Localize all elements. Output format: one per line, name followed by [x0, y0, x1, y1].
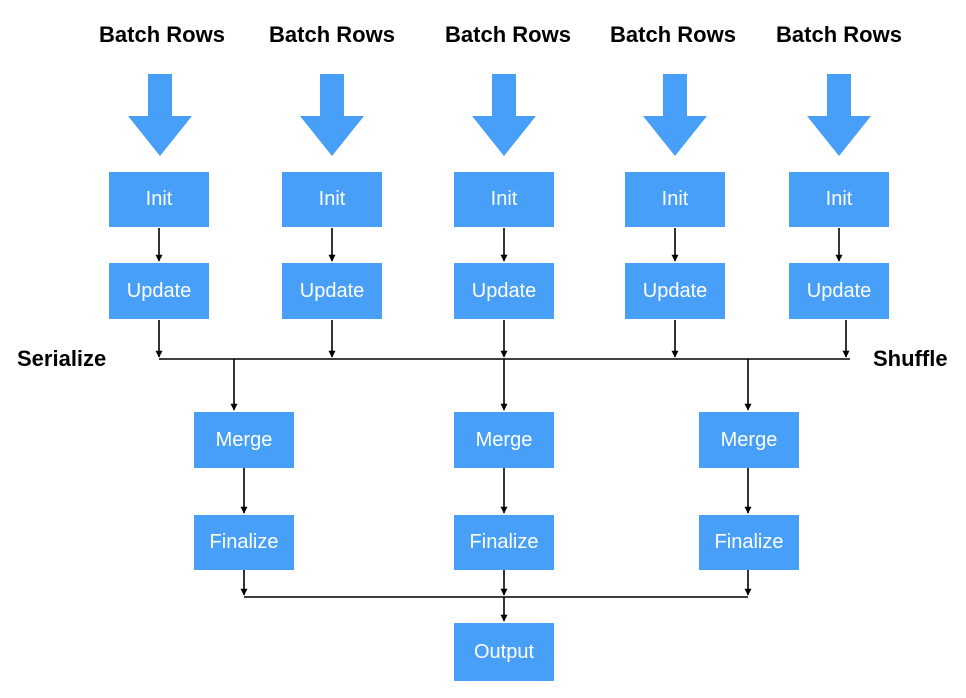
- batch-rows-label-1: Batch Rows: [99, 22, 225, 47]
- merge-box-2: Merge: [454, 412, 554, 468]
- merge-box-3: Merge: [699, 412, 799, 468]
- finalize-box-1: Finalize: [194, 515, 294, 570]
- batch-rows-label-5: Batch Rows: [776, 22, 902, 47]
- serialize-label: Serialize: [17, 346, 107, 371]
- update-box-5: Update: [789, 263, 889, 319]
- finalize-box-3: Finalize: [699, 515, 799, 570]
- init-box-1: Init: [109, 172, 209, 227]
- update-box-4: Update: [625, 263, 725, 319]
- input-arrows: [128, 74, 871, 156]
- batch-rows-label-2: Batch Rows: [269, 22, 395, 47]
- init-box-3: Init: [454, 172, 554, 227]
- input-arrow-3: [472, 74, 536, 156]
- merge-box-1: Merge: [194, 412, 294, 468]
- connectors: [155, 228, 850, 622]
- init-box-5: Init: [789, 172, 889, 227]
- update-box-3: Update: [454, 263, 554, 319]
- batch-rows-label-3: Batch Rows: [445, 22, 571, 47]
- input-arrow-4: [643, 74, 707, 156]
- input-arrow-5: [807, 74, 871, 156]
- update-box-2: Update: [282, 263, 382, 319]
- init-box-4: Init: [625, 172, 725, 227]
- update-box-1: Update: [109, 263, 209, 319]
- init-box-2: Init: [282, 172, 382, 227]
- input-arrow-1: [128, 74, 192, 156]
- shuffle-label: Shuffle: [873, 346, 948, 371]
- finalize-box-2: Finalize: [454, 515, 554, 570]
- batch-rows-label-4: Batch Rows: [610, 22, 736, 47]
- output-box: Output: [454, 623, 554, 681]
- input-arrow-2: [300, 74, 364, 156]
